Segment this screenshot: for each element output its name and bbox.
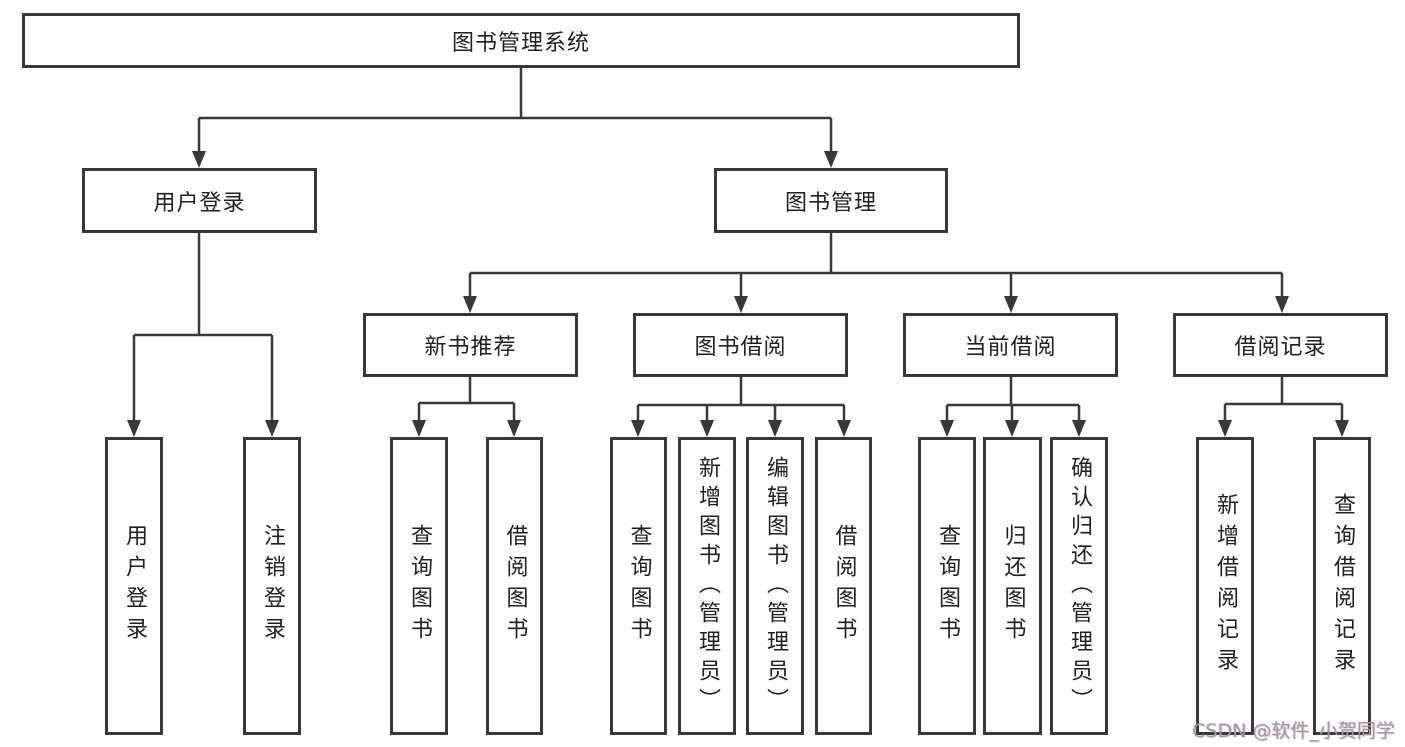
node-borrow-records: 借阅记录 <box>1173 313 1388 377</box>
leaf-return-book: 归还图书 <box>983 437 1042 735</box>
leaf-query-book-recommend: 查询图书 <box>390 437 448 735</box>
leaf-label: 查询借阅记录 <box>1330 493 1355 679</box>
leaf-label: 确认归还（管理员） <box>1067 455 1092 717</box>
csdn-watermark: CSDN @软件_小贺同学 <box>1192 720 1395 742</box>
node-label: 图书管理 <box>784 190 877 216</box>
node-label: 当前借阅 <box>964 335 1057 360</box>
node-user-login-group: 用户登录 <box>82 168 317 233</box>
leaf-label: 借阅图书 <box>502 524 528 648</box>
node-book-management: 图书管理 <box>714 168 948 233</box>
leaf-label: 新增图书（管理员） <box>695 455 720 717</box>
leaf-label: 查询图书 <box>407 524 432 648</box>
leaf-label: 编辑图书（管理员） <box>763 455 788 717</box>
node-label: 新书推荐 <box>424 335 517 360</box>
leaf-borrow-book-borrow: 借阅图书 <box>815 437 872 735</box>
node-current-borrow: 当前借阅 <box>903 313 1118 377</box>
leaf-borrow-book-recommend: 借阅图书 <box>486 437 543 735</box>
leaf-add-borrow-record: 新增借阅记录 <box>1196 437 1254 735</box>
leaf-label: 借阅图书 <box>831 524 857 648</box>
arrowheads <box>127 151 1349 437</box>
leaf-query-borrow-record: 查询借阅记录 <box>1313 437 1371 735</box>
leaf-label: 查询图书 <box>626 524 652 648</box>
leaf-user-login: 用户登录 <box>105 437 163 735</box>
leaf-label: 归还图书 <box>1000 524 1026 648</box>
leaf-logout: 注销登录 <box>243 437 301 735</box>
leaf-label: 注销登录 <box>260 524 285 648</box>
leaf-label: 查询图书 <box>935 524 960 648</box>
leaf-label: 用户登录 <box>122 524 147 648</box>
leaf-edit-book-admin: 编辑图书（管理员） <box>746 437 804 735</box>
node-book-borrow: 图书借阅 <box>633 313 848 377</box>
node-label: 图书管理系统 <box>451 30 590 56</box>
leaf-confirm-return-admin: 确认归还（管理员） <box>1050 437 1108 735</box>
leaf-query-book-borrow: 查询图书 <box>610 437 667 735</box>
node-label: 用户登录 <box>153 190 246 216</box>
leaf-query-book-current: 查询图书 <box>918 437 976 735</box>
node-label: 借阅记录 <box>1234 335 1327 360</box>
node-new-book-recommend: 新书推荐 <box>363 313 578 377</box>
leaf-label: 新增借阅记录 <box>1213 493 1238 679</box>
node-label: 图书借阅 <box>694 335 787 360</box>
leaf-add-book-admin: 新增图书（管理员） <box>678 437 736 735</box>
node-library-management-system: 图书管理系统 <box>22 13 1020 68</box>
